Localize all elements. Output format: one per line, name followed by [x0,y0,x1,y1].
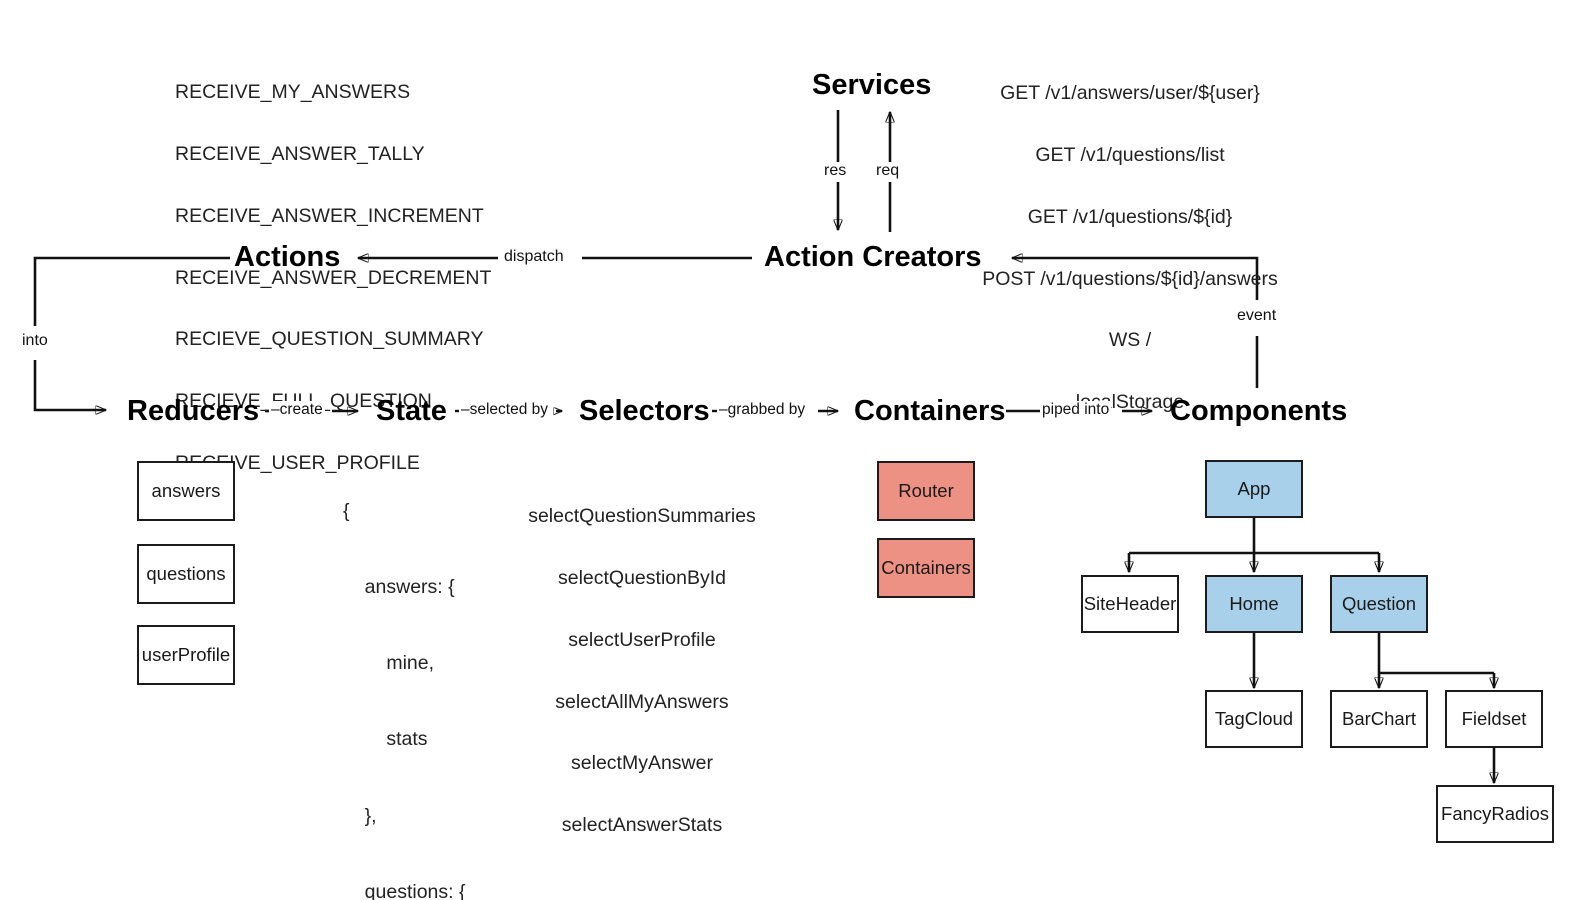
component-box-app[interactable]: App [1205,460,1303,518]
component-box-barchart[interactable]: BarChart [1330,690,1428,748]
selector-item: selectAllMyAnswers [555,690,729,713]
component-box-label: SiteHeader [1083,592,1177,614]
state-line: }, [343,804,377,827]
endpoint-item: WS / [1108,329,1152,352]
container-box-containers[interactable]: Containers [877,538,975,598]
component-box-fieldset[interactable]: Fieldset [1445,690,1543,748]
state-line: mine, [343,652,435,675]
component-box-label: App [1237,477,1271,499]
heading-actions: Actions [234,241,341,273]
heading-containers: Containers [854,395,1006,427]
action-type-item: RECEIVE_USER_PROFILE [175,451,420,474]
reducer-box-userprofile[interactable]: userProfile [137,625,235,685]
action-type-item: RECEIVE_ANSWER_DECREMENT [175,266,492,289]
reducer-box-questions[interactable]: questions [137,544,235,604]
reducer-box-label: userProfile [141,643,231,665]
service-endpoints-list: GET /v1/answers/user/${user} GET /v1/que… [960,42,1300,454]
state-line: { [343,499,350,522]
reducer-box-label: answers [151,479,221,501]
edge-label-dispatch: dispatch [502,248,566,266]
component-box-label: Fieldset [1461,707,1527,729]
edge-label-piped-into: piped into [1040,401,1112,419]
edge-label-into: into [20,332,50,350]
component-box-tagcloud[interactable]: TagCloud [1205,690,1303,748]
component-box-fancyradios[interactable]: FancyRadios [1436,785,1554,843]
edge-label-req: req [874,162,902,180]
heading-selectors: Selectors [579,395,710,427]
heading-components: Components [1170,395,1348,427]
component-box-label: BarChart [1341,707,1417,729]
component-box-home[interactable]: Home [1205,575,1303,633]
action-type-item: RECIEVE_QUESTION_SUMMARY [175,328,484,351]
selector-item: selectUserProfile [568,628,716,651]
endpoint-item: GET /v1/answers/user/${user} [1000,82,1260,105]
edge-label-event: event [1235,307,1279,325]
selector-item: selectQuestionSummaries [528,505,756,528]
action-type-item: RECEIVE_ANSWER_TALLY [175,142,425,165]
heading-state: State [376,395,447,427]
component-box-label: Home [1229,592,1279,614]
endpoint-item: GET /v1/questions/list [1035,143,1225,166]
edge-label-selected-by: –selected by [459,401,551,419]
reducer-box-answers[interactable]: answers [137,461,235,521]
component-box-label: FancyRadios [1441,802,1549,824]
heading-services: Services [812,69,932,101]
state-line: questions: { [343,880,466,900]
selector-item: selectMyAnswer [571,752,713,775]
component-box-label: TagCloud [1214,707,1294,729]
action-types-list: RECEIVE_MY_ANSWERS RECEIVE_ANSWER_TALLY … [175,41,491,515]
container-box-label: Router [898,479,954,501]
reducer-box-label: questions [146,562,226,584]
selector-item: selectQuestionById [557,566,726,589]
heading-action-creators: Action Creators [764,241,982,273]
action-type-item: RECEIVE_ANSWER_INCREMENT [175,204,484,227]
endpoint-item: GET /v1/questions/${id} [1027,205,1233,228]
edge-label-res: res [822,162,849,180]
container-box-label: Containers [881,556,971,578]
component-box-question[interactable]: Question [1330,575,1428,633]
state-line: answers: { [343,576,455,599]
action-type-item: RECEIVE_MY_ANSWERS [175,81,411,104]
selector-item: selectAnswerStats [561,814,723,837]
heading-reducers: Reducers [127,395,260,427]
container-box-router[interactable]: Router [877,461,975,521]
edge-label-create: –create [269,401,325,419]
endpoint-item: POST /v1/questions/${id}/answers [982,267,1278,290]
state-shape-block: { answers: { mine, stats }, questions: {… [343,448,487,900]
state-line: stats [343,728,428,751]
selectors-list: selectQuestionSummaries selectQuestionBy… [528,465,756,877]
edge-label-grabbed-by: –grabbed by [717,401,808,419]
component-box-label: Question [1341,592,1417,614]
component-box-siteheader[interactable]: SiteHeader [1081,575,1179,633]
